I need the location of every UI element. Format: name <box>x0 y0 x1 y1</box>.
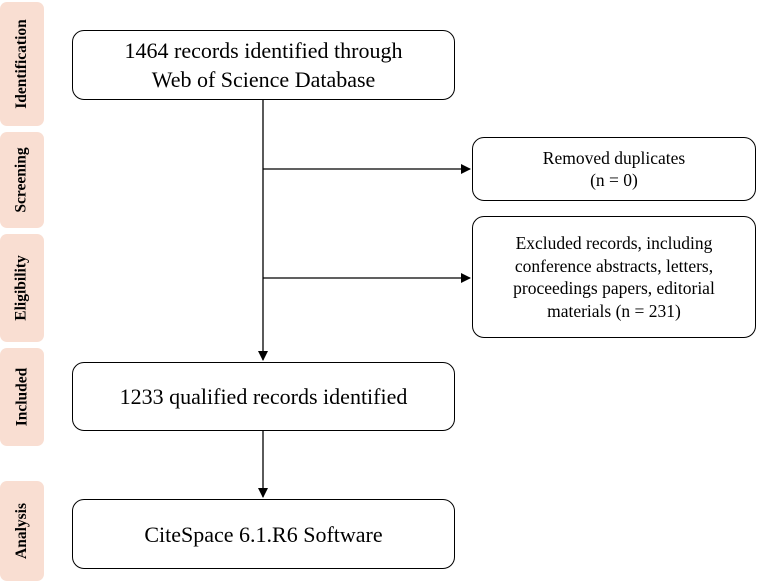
removed-duplicates-line-1: Removed duplicates <box>542 147 686 168</box>
phase-eligibility: Eligibility <box>0 234 44 342</box>
excluded-records-line-4: materials (n = 231) <box>547 300 681 321</box>
excluded-records-line-2: conference abstracts, letters, <box>514 255 714 276</box>
software-box: CiteSpace 6.1.R6 Software <box>72 499 455 569</box>
identified-records-text: 1464 records identified through Web of S… <box>125 36 403 94</box>
excluded-records-text: Excluded records, including conference a… <box>513 232 715 322</box>
software-text: CiteSpace 6.1.R6 Software <box>144 520 382 549</box>
removed-duplicates-line-2: (n = 0) <box>590 170 638 190</box>
software-line-1: CiteSpace 6.1.R6 Software <box>144 521 383 547</box>
identified-records-line-2: Web of Science Database <box>151 67 376 92</box>
qualified-records-line-1: 1233 qualified records identified <box>119 384 408 409</box>
qualified-records-text: 1233 qualified records identified <box>120 382 408 411</box>
phase-identification: Identification <box>0 2 44 126</box>
excluded-records-box: Excluded records, including conference a… <box>472 216 756 338</box>
excluded-records-line-1: Excluded records, including <box>515 233 713 253</box>
phase-included: Included <box>0 348 44 446</box>
identified-records-line-1: 1464 records identified through <box>124 38 403 63</box>
identified-records-box: 1464 records identified through Web of S… <box>72 30 455 100</box>
phase-screening: Screening <box>0 132 44 228</box>
phase-analysis: Analysis <box>0 481 44 581</box>
qualified-records-box: 1233 qualified records identified <box>72 362 455 431</box>
removed-duplicates-box: Removed duplicates (n = 0) <box>472 137 756 201</box>
removed-duplicates-text: Removed duplicates (n = 0) <box>543 147 685 192</box>
excluded-records-line-3: proceedings papers, editorial <box>513 278 715 298</box>
